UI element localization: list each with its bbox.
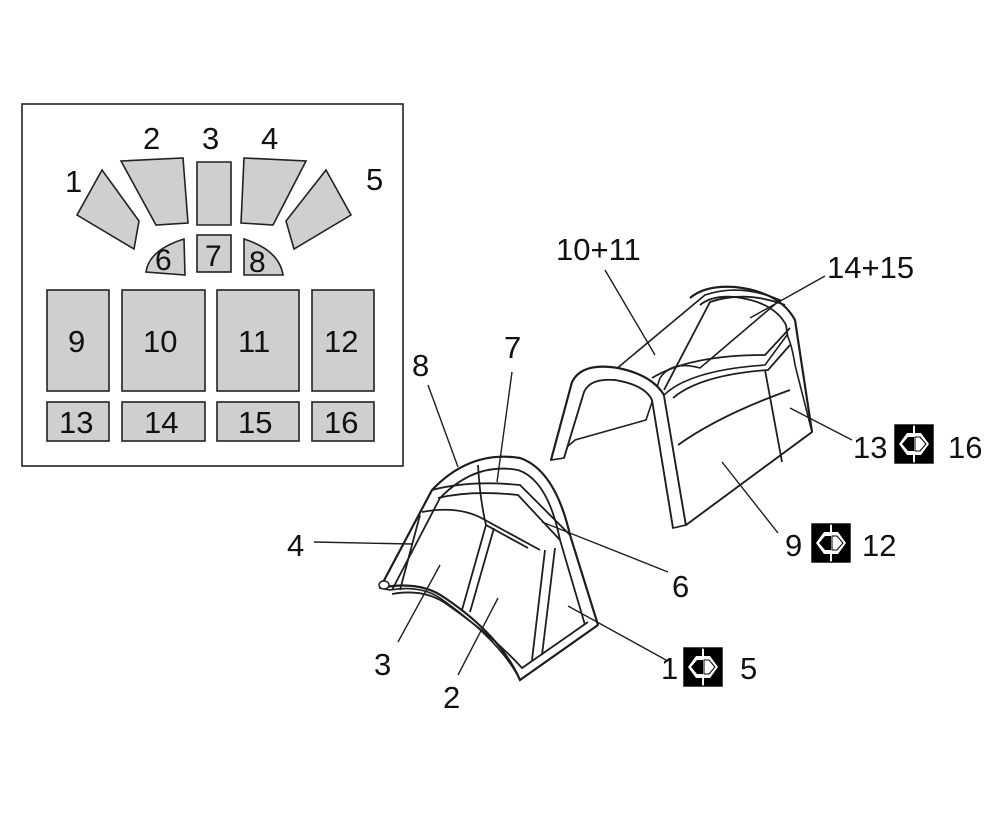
tunnel-rear-arch [689,285,814,433]
legend-label-14: 14 [144,405,178,440]
panel-legend: 1 2 3 4 5 6 7 8 9 10 11 12 13 14 15 16 [21,103,404,467]
legend-label-8: 8 [249,246,266,279]
callout-2: 2 [443,680,460,715]
front-tent-right-vertical-2 [541,547,556,656]
front-tent-top-arch [431,482,571,536]
legend-panel-15 [216,401,300,442]
front-tent-lower-vertical-2 [469,527,495,613]
tunnel-top-arch [651,327,791,379]
leader-10-11 [604,269,656,356]
legend-label-9: 9 [68,324,85,359]
legend-panel-12 [311,289,375,392]
legend-panel-11 [216,289,300,392]
callout-5: 5 [740,651,757,686]
front-tent-bottom-curve [379,584,599,682]
tunnel-front-arch-inner [563,378,674,529]
front-tent-top-arch-2 [437,492,561,541]
tunnel-side-frame [672,344,791,399]
legend-panel-8 [243,237,284,276]
legend-label-10: 10 [143,324,177,359]
front-tent-bottom-curve-inner [391,591,589,670]
callout-labels: 10+11 14+15 13 16 9 12 8 7 4 6 3 2 1 5 [287,232,982,715]
callout-8: 8 [412,348,429,383]
mirror-swap-icon [683,647,723,687]
legend-label-4: 4 [261,121,278,156]
leader-3 [397,564,441,643]
front-tent-roof-divider [477,464,529,549]
callout-10-11: 10+11 [556,232,641,267]
legend-label-16: 16 [324,405,358,440]
callout-6: 6 [672,569,689,604]
tunnel-rear-arch-inner [699,295,803,436]
legend-label-2: 2 [143,121,160,156]
front-tent-mid-bar [421,508,541,551]
tunnel-roof-ridge [663,295,786,391]
front-tent-outer-arch [379,455,600,626]
legend-panel-4 [240,157,308,226]
mirror-swap-icon [894,424,934,464]
mirror-swap-icon [811,523,851,563]
tunnel-side-vertical [764,369,783,463]
legend-label-15: 15 [238,405,272,440]
legend-label-12: 12 [324,324,358,359]
tunnel-front-arch [549,365,688,526]
legend-panel-2 [119,157,189,226]
callout-9: 9 [785,528,802,563]
legend-panel-14 [121,401,206,442]
leader-9-12 [721,461,779,534]
callout-4: 4 [287,528,304,563]
callout-7: 7 [504,330,521,365]
front-tent-left-frame [399,514,421,591]
legend-panel-13 [46,401,110,442]
leader-7 [496,371,513,483]
callout-13: 13 [853,430,887,465]
callout-16: 16 [948,430,982,465]
legend-panel-7 [196,234,232,273]
leader-1-5 [567,605,667,661]
legend-label-5: 5 [366,162,383,197]
callout-3: 3 [374,647,391,682]
leader-lines [313,269,853,676]
legend-panel-16 [311,401,375,442]
leader-8 [427,384,459,468]
legend-label-3: 3 [202,121,219,156]
legend-label-6: 6 [155,244,172,277]
legend-panel-1 [75,168,140,251]
legend-panel-3 [196,161,232,226]
legend-label-1: 1 [65,164,82,199]
leader-4 [313,541,413,545]
legend-label-11: 11 [238,324,270,359]
tunnel-side-mid-bar [677,389,791,446]
front-tent [378,455,600,682]
legend-panel-5 [285,168,353,251]
legend-panel-9 [46,289,110,392]
legend-label-7: 7 [205,240,222,273]
legend-label-13: 13 [59,405,93,440]
callout-14-15: 14+15 [827,250,914,285]
rear-tunnel [549,285,814,529]
front-tent-tube-end [378,580,390,590]
legend-panel-10 [121,289,206,392]
tunnel-base-line [685,431,813,526]
front-tent-body [378,455,599,682]
leader-2 [457,597,499,676]
legend-panel-6 [145,237,186,276]
leader-14-15 [749,275,826,319]
callout-12: 12 [862,528,896,563]
front-tent-right-vertical [531,549,546,661]
leader-6 [541,521,669,573]
callout-1: 1 [661,651,678,686]
front-tent-lower-vertical [461,524,487,611]
leader-13-16 [789,407,853,441]
front-tent-inner-arch [391,467,586,626]
